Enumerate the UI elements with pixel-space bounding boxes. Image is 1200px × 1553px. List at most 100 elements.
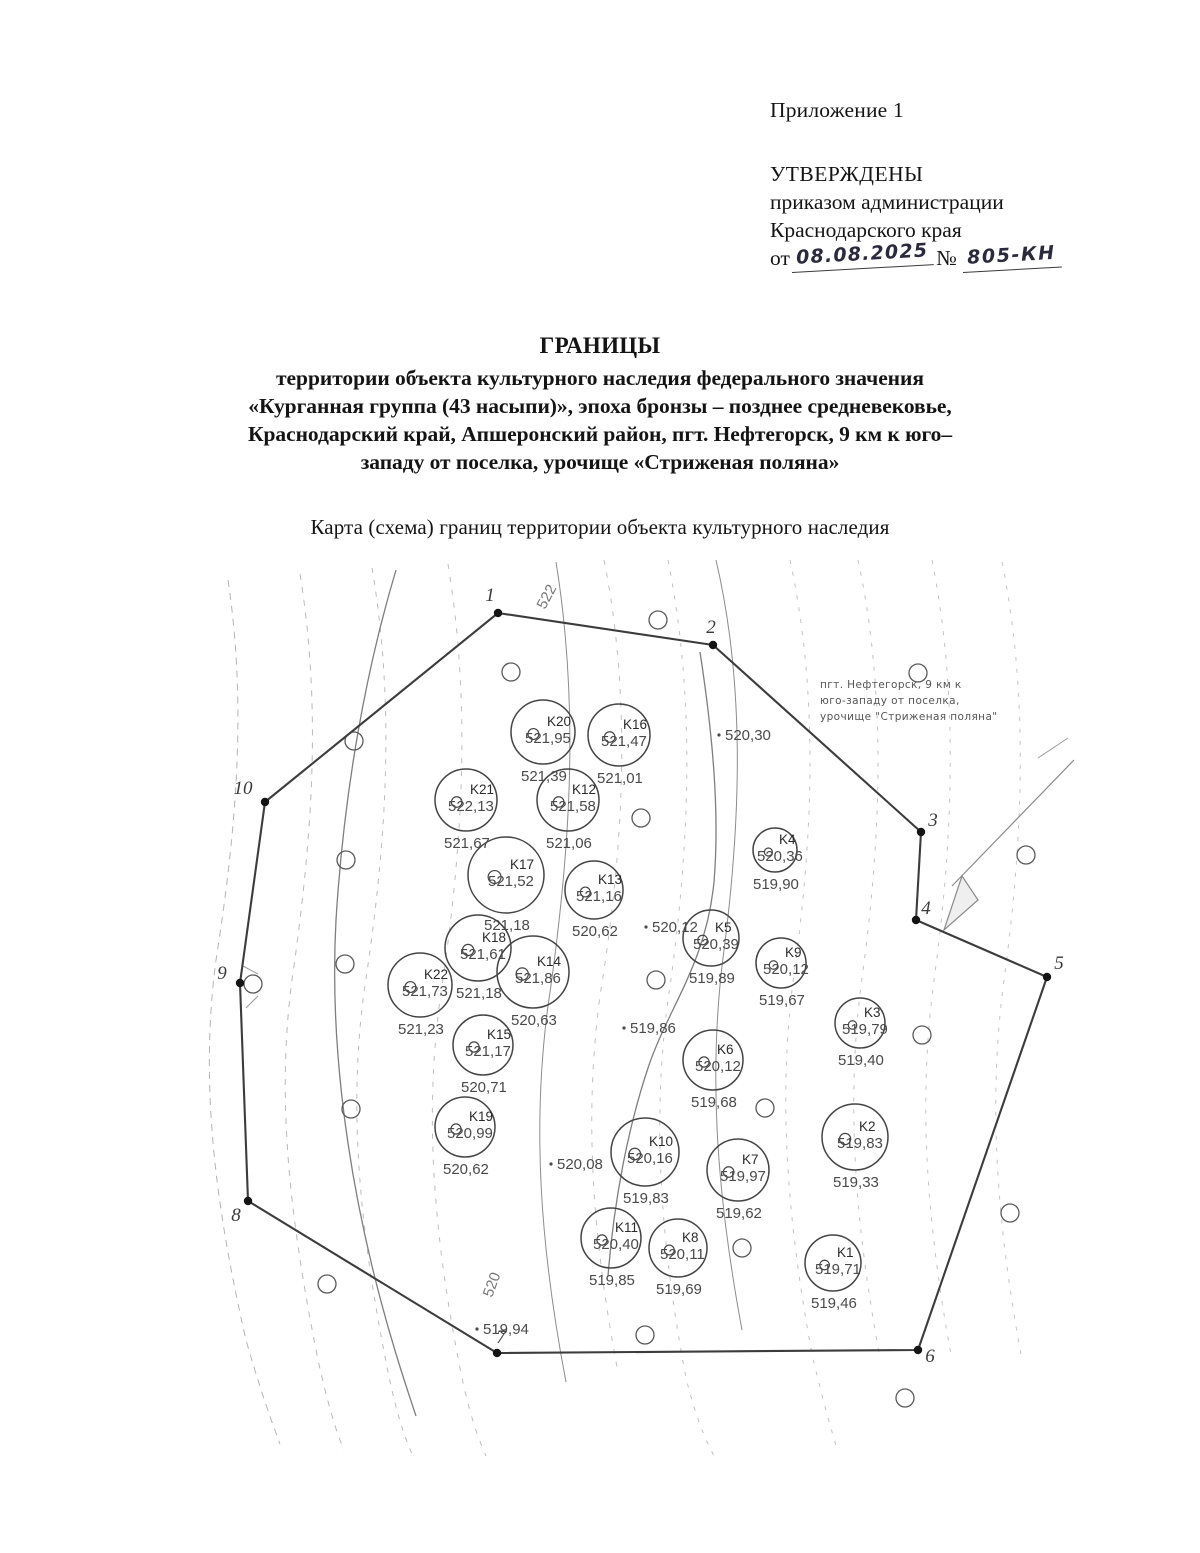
mound-id-label: K4 (779, 832, 796, 847)
mound-id-label: K19 (469, 1109, 493, 1124)
spot-elevation-point (475, 1327, 479, 1331)
mound-base-elevation: 521,23 (398, 1021, 444, 1038)
boundary-vertex-point (492, 1348, 502, 1358)
mound-base-elevation: 519,68 (691, 1094, 737, 1111)
boundary-vertex-point (911, 915, 921, 925)
mound-id-label: K5 (715, 920, 732, 935)
mound-outline (434, 1096, 496, 1158)
boundary-vertex-label: 1 (485, 585, 495, 606)
mound-base-elevation: 521,67 (444, 835, 490, 852)
survey-marker-circle (755, 1098, 775, 1118)
mound-base-elevation: 521,06 (546, 835, 592, 852)
mound-top-elevation: 521,86 (515, 970, 561, 987)
survey-marker-circle (1000, 1203, 1020, 1223)
spot-elevation-label: 520,12 (652, 919, 698, 936)
boundary-vertex-point (916, 827, 926, 837)
contour-line-520 (539, 561, 571, 1383)
mound-summit-marker (596, 1234, 608, 1246)
mound-summit-marker (404, 980, 417, 994)
survey-markers-layer (243, 610, 1036, 1408)
survey-marker-circle (908, 663, 928, 683)
mound-outline (648, 1218, 708, 1278)
mound-outline (804, 1234, 862, 1292)
contour-line-521 (715, 560, 743, 1331)
survey-marker-circle (631, 808, 651, 828)
mound-id-label: K15 (487, 1027, 511, 1042)
mound-outline (587, 703, 651, 767)
survey-marker-circle (1016, 845, 1036, 865)
survey-marker-circle (344, 731, 364, 751)
contour-value-label: 520 (480, 1270, 505, 1299)
mound-top-elevation: 520,12 (763, 961, 809, 978)
mound-outline (496, 935, 570, 1009)
site-note-line-1: пгт. Нефтегорск, 9 км к (820, 679, 962, 691)
mound-outline (452, 1014, 514, 1076)
mound-id-label: K22 (424, 967, 448, 982)
mound-outline (755, 937, 807, 989)
mound-top-elevation: 519,97 (720, 1168, 766, 1185)
mound-id-label: K7 (742, 1152, 759, 1167)
mound-top-elevation: 520,16 (627, 1150, 673, 1167)
mound-id-label: K17 (510, 857, 534, 872)
mound-id-label: K21 (470, 782, 494, 797)
mounds-layer: K1519,71519,46K2519,83519,33K3519,79519,… (387, 699, 889, 1312)
approved-line-2: Краснодарского края (770, 217, 962, 242)
contour-line-main (607, 651, 717, 1277)
mound-base-elevation: 519,67 (759, 992, 805, 1009)
approved-line-1: приказом администрации (770, 189, 1004, 214)
mound-outline (610, 1117, 680, 1187)
site-note: пгт. Нефтегорск, 9 км к юго-западу от по… (820, 679, 997, 723)
mound-id-label: K18 (482, 930, 506, 945)
mound-summit-marker (722, 1166, 735, 1178)
survey-marker-circle (317, 1274, 337, 1294)
mound-outline (536, 768, 600, 832)
north-arrow-icon (942, 759, 1075, 932)
spot-elevation-point (717, 733, 721, 737)
mound-base-elevation: 519,62 (716, 1205, 762, 1222)
appendix-label: Приложение 1 (770, 98, 904, 122)
mound-top-elevation: 520,40 (593, 1236, 639, 1253)
contour-tick (245, 995, 259, 1009)
contour-line (925, 560, 953, 1361)
survey-marker-circle (336, 850, 356, 870)
mound-summit-marker (603, 731, 616, 743)
mound-summit-marker (698, 1056, 710, 1068)
mound-top-elevation: 520,36 (757, 848, 803, 865)
mound-summit-marker (515, 967, 529, 981)
mound-id-label: K8 (682, 1230, 699, 1245)
mound-base-elevation: 519,46 (811, 1295, 857, 1312)
mound-summit-marker (847, 1020, 858, 1030)
contour-value-label: 522 (534, 582, 561, 612)
mound-top-elevation: 521,47 (601, 733, 647, 750)
survey-marker-circle (341, 1099, 361, 1119)
mound-id-label: K10 (649, 1134, 673, 1149)
mound-base-elevation: 520,63 (511, 1012, 557, 1029)
mound-base-elevation: 519,90 (753, 876, 799, 893)
contour-line (591, 560, 623, 1373)
map-caption: Карта (схема) границ территории объекта … (310, 515, 890, 539)
mound-outline (467, 836, 545, 914)
spot-elevation-label: 520,08 (557, 1156, 603, 1173)
from-label: от (770, 245, 790, 270)
mound-outline (752, 827, 798, 873)
mound-base-elevation: 521,01 (597, 770, 643, 787)
mound-top-elevation: 521,95 (525, 730, 571, 747)
contour-line (659, 560, 715, 1457)
boundary-vertex-point (708, 640, 718, 650)
mound-summit-marker (697, 934, 708, 946)
survey-marker-circle (335, 954, 355, 974)
